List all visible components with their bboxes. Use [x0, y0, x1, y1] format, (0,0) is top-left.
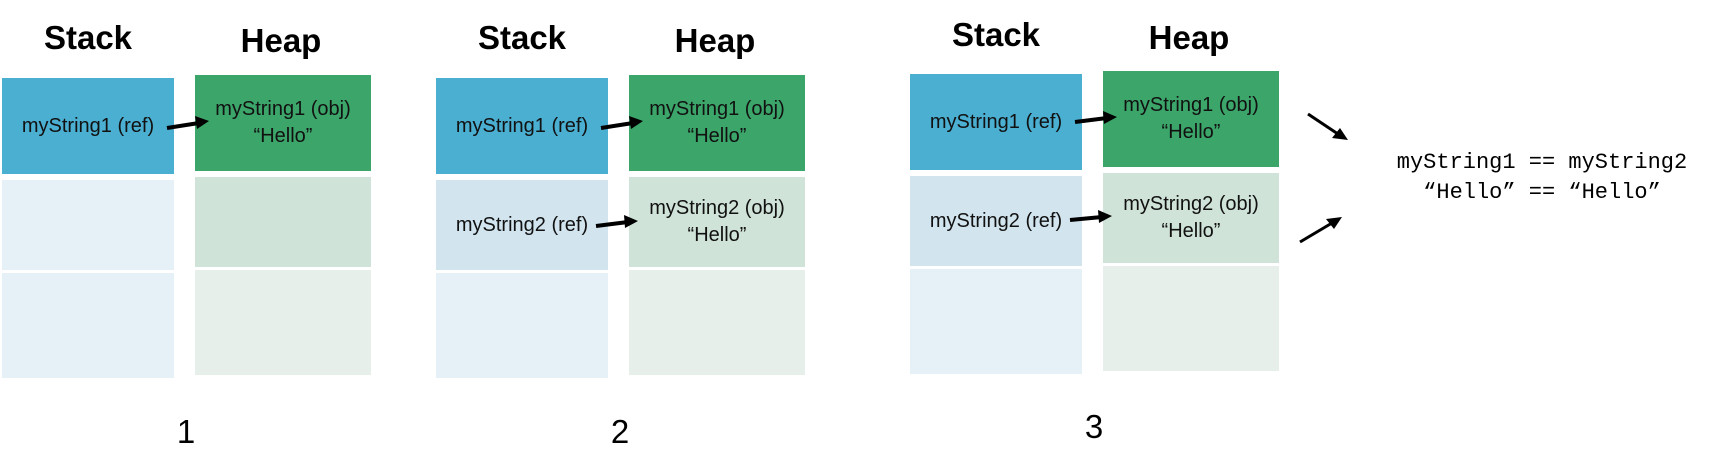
stack-cell-3 — [910, 269, 1082, 374]
heap-cell-2: myString2 (obj) “Hello” — [629, 177, 805, 267]
diagram-panel-1: Stack Heap myString1 (ref) myString1 (ob… — [0, 0, 420, 474]
reference-arrow — [600, 116, 643, 130]
comparison-line-values: “Hello” == “Hello” — [1423, 180, 1661, 205]
heap-cell-2: myString2 (obj) “Hello” — [1103, 173, 1279, 263]
heap-cell-3 — [629, 270, 805, 375]
stack-title: Stack — [951, 16, 1041, 53]
heap-cell-1: myString1 (obj) “Hello” — [629, 75, 805, 171]
diagram-panel-2: Stack Heap myString1 (ref) myString2 (re… — [434, 0, 854, 474]
heap-cell-1: myString1 (obj) “Hello” — [195, 75, 371, 171]
heap-cell-3 — [1103, 266, 1279, 371]
reference-arrow — [166, 116, 209, 130]
comparison-line-refs: myString1 == myString2 — [1396, 150, 1688, 175]
comparison-arrow-bottom — [1299, 217, 1342, 244]
stack-cell-1: myString1 (ref) — [910, 74, 1082, 170]
step-number: 1 — [176, 413, 196, 450]
stack-cell-2: myString2 (ref) — [436, 180, 608, 270]
stack-cell-1: myString1 (ref) — [436, 78, 608, 174]
heap-title: Heap — [1148, 19, 1230, 56]
heap-cell-3 — [195, 270, 371, 375]
comparison-expression: myString1 == myString2 “Hello” == “Hello… — [1372, 148, 1712, 208]
stack-cell-3 — [2, 273, 174, 378]
stack-cell-2 — [2, 180, 174, 270]
stack-cell-1: myString1 (ref) — [2, 78, 174, 174]
stack-title: Stack — [43, 19, 133, 56]
comparison-arrow-top — [1307, 112, 1348, 140]
heap-title: Heap — [240, 22, 322, 59]
reference-arrow — [1074, 111, 1117, 124]
reference-arrow — [1069, 210, 1112, 223]
reference-arrow — [595, 215, 638, 228]
stack-cell-3 — [436, 273, 608, 378]
stack-title: Stack — [477, 19, 567, 56]
stack-cell-2: myString2 (ref) — [910, 176, 1082, 266]
diagram-panel-3: Stack Heap myString1 (ref) myString2 (re… — [908, 0, 1328, 474]
heap-cell-1: myString1 (obj) “Hello” — [1103, 71, 1279, 167]
step-number: 2 — [610, 413, 630, 450]
heap-title: Heap — [674, 22, 756, 59]
heap-cell-2 — [195, 177, 371, 267]
step-number: 3 — [1084, 408, 1104, 445]
